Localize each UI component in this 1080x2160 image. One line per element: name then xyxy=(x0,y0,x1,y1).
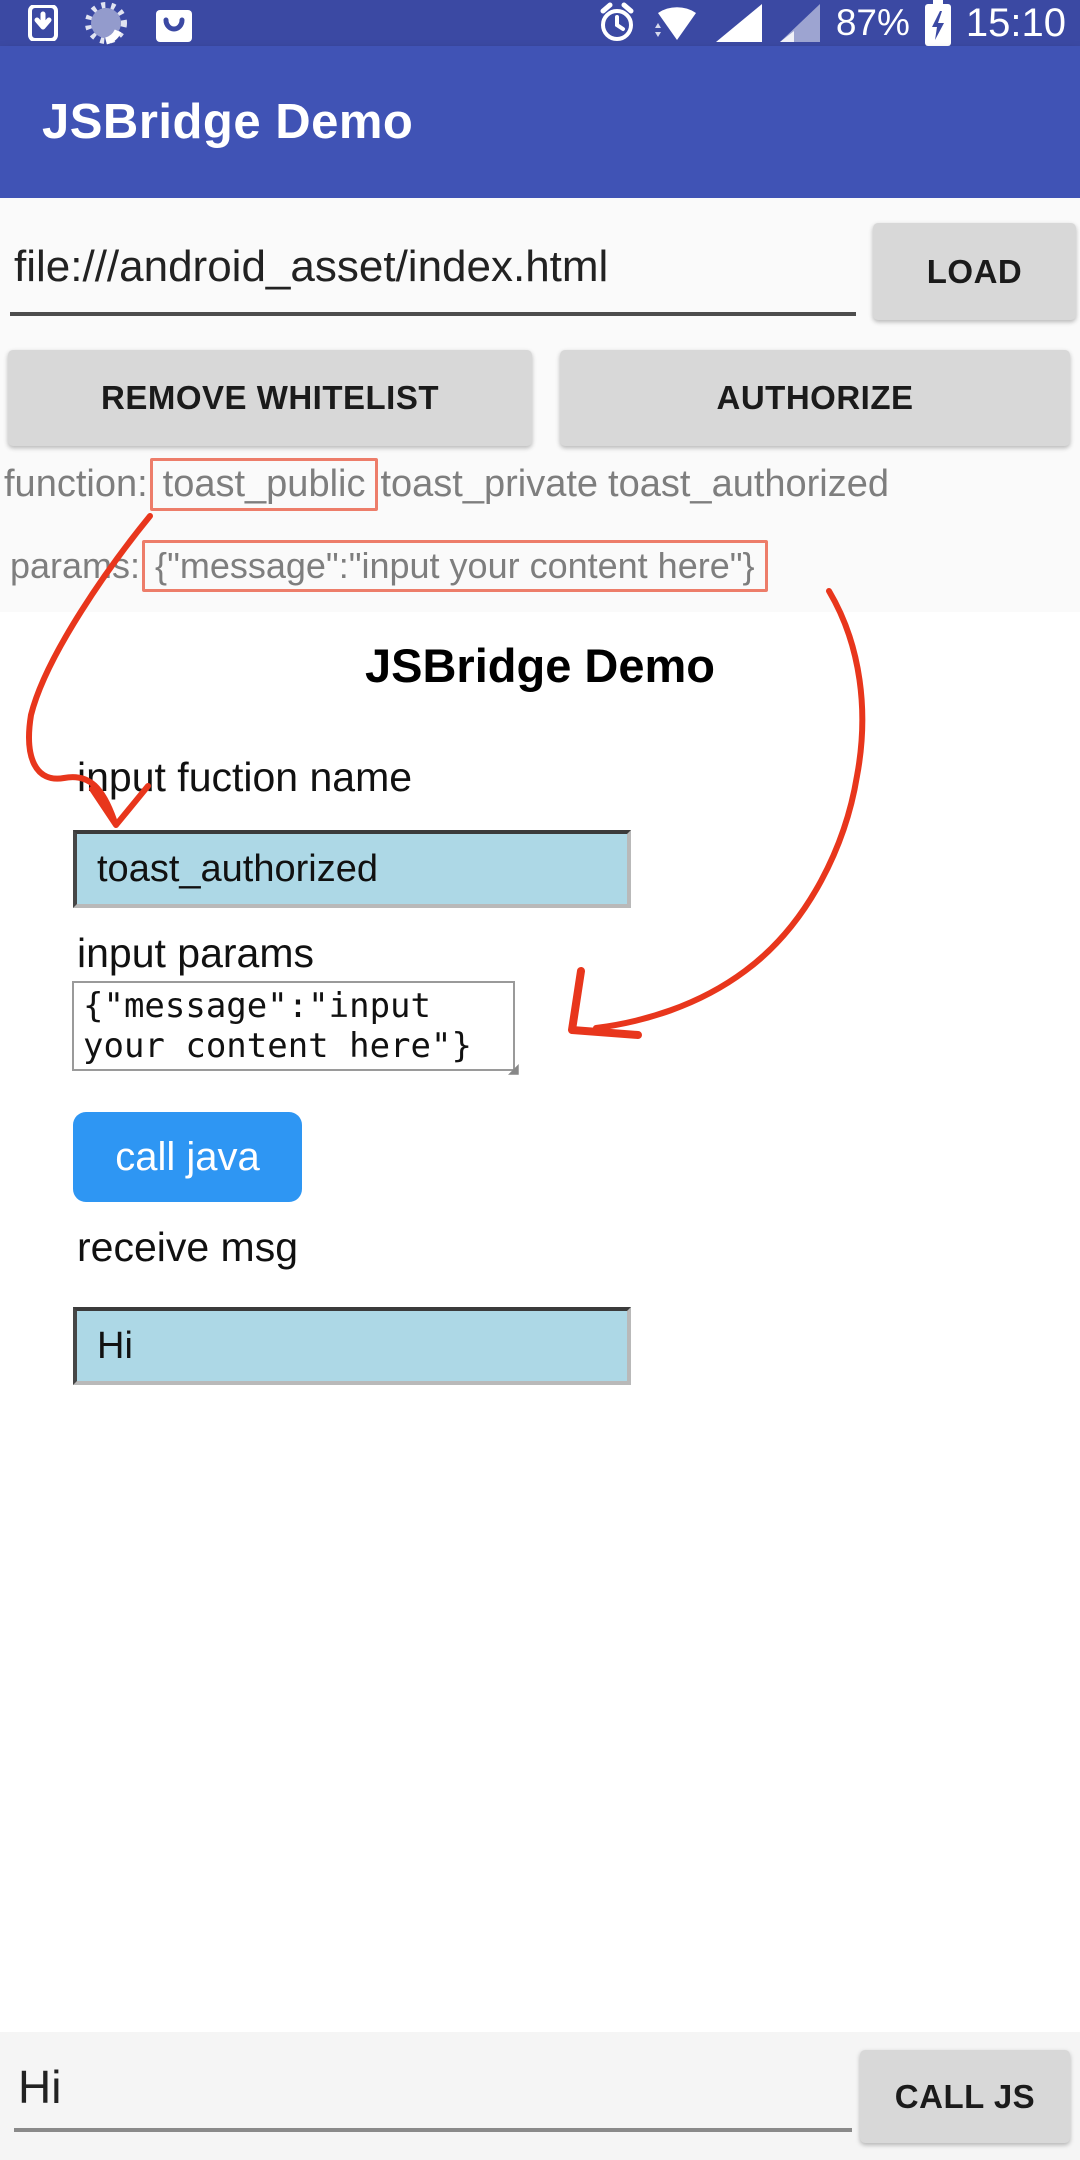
play-store-bag-icon xyxy=(156,10,192,42)
battery-charging-icon xyxy=(924,0,951,46)
function-hint-row: function: toast_public toast_private toa… xyxy=(4,458,889,511)
params-textarea[interactable]: {"message":"input your content here"} xyxy=(72,981,515,1071)
function-name-input[interactable] xyxy=(73,830,631,908)
receive-msg-input[interactable] xyxy=(73,1307,631,1385)
params-hint-row: params: {"message":"input your content h… xyxy=(10,540,770,592)
params-hint-label: params: xyxy=(10,545,141,586)
params-hint-value: {"message":"input your content here"} xyxy=(142,540,768,592)
js-message-input[interactable] xyxy=(14,2046,852,2132)
native-controls-section: LOAD REMOVE WHITELIST AUTHORIZE function… xyxy=(0,198,1080,612)
function-name-label: input fuction name xyxy=(77,754,413,800)
alarm-icon xyxy=(600,2,634,41)
signal-icon xyxy=(715,4,762,42)
battery-percent: 87% xyxy=(835,2,910,43)
function-option-toast-private: toast_private xyxy=(380,463,599,505)
function-option-toast-public: toast_public xyxy=(149,458,379,511)
receive-msg-label: receive msg xyxy=(77,1224,299,1270)
url-input[interactable] xyxy=(10,228,856,316)
webview-heading: JSBridge Demo xyxy=(365,639,715,692)
remove-whitelist-button[interactable]: REMOVE WHITELIST xyxy=(8,350,532,446)
call-java-button[interactable]: call java xyxy=(73,1112,302,1202)
clock-time: 15:10 xyxy=(965,1,1066,45)
app-bar: JSBridge Demo xyxy=(0,46,1080,198)
textarea-resize-grip[interactable]: ◢ xyxy=(508,1060,519,1076)
wifi-icon xyxy=(654,7,696,40)
params-label: input params xyxy=(77,930,315,976)
authorize-button[interactable]: AUTHORIZE xyxy=(560,350,1070,446)
signal-secondary-icon xyxy=(779,4,820,42)
bottom-bar: CALL JS xyxy=(0,2032,1080,2160)
status-bar: 87% 15:10 xyxy=(0,0,1080,46)
load-button[interactable]: LOAD xyxy=(873,223,1076,320)
app-title: JSBridge Demo xyxy=(42,95,414,149)
status-bar-notification-icons xyxy=(28,0,194,46)
status-bar-system-icons: 87% 15:10 xyxy=(596,0,1066,46)
function-hint-label: function: xyxy=(4,463,148,505)
loading-spinner-icon xyxy=(85,2,127,45)
phone-download-icon xyxy=(28,5,58,41)
call-js-button[interactable]: CALL JS xyxy=(860,2050,1070,2143)
webview-content: JSBridge Demo input fuction name input p… xyxy=(0,612,1080,2032)
function-option-toast-authorized: toast_authorized xyxy=(608,463,890,505)
